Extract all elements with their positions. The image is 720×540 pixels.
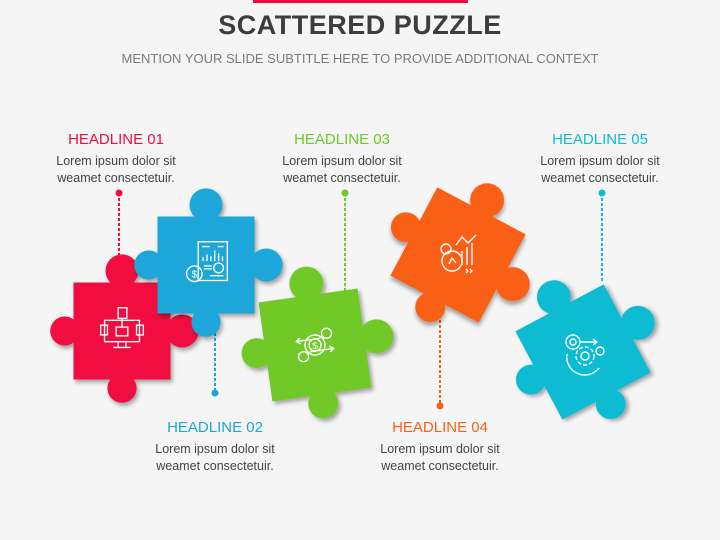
svg-text:$: $ bbox=[312, 341, 319, 353]
financial-report-icon: $ bbox=[185, 241, 229, 283]
connector-01 bbox=[115, 189, 123, 262]
money-exchange-icon: $ bbox=[295, 327, 335, 363]
headline-05: HEADLINE 05 bbox=[552, 131, 648, 148]
puzzle-piece-05 bbox=[480, 245, 688, 453]
accent-bar bbox=[253, 0, 468, 3]
performance-timer-icon bbox=[440, 234, 477, 274]
svg-text:$: $ bbox=[192, 270, 198, 281]
description-04: Lorem ipsum dolor sit weamet consectetui… bbox=[380, 442, 500, 473]
puzzle-piece-02: $ bbox=[134, 188, 283, 337]
item-01: HEADLINE 01 Lorem ipsum dolor sit weamet… bbox=[26, 131, 206, 187]
slide-subtitle: MENTION YOUR SLIDE SUBTITLE HERE TO PROV… bbox=[121, 51, 599, 66]
headline-02: HEADLINE 02 bbox=[167, 419, 263, 436]
connector-05 bbox=[598, 189, 606, 282]
puzzle-piece-03: $ bbox=[230, 255, 404, 429]
connector-03 bbox=[341, 189, 349, 294]
description-01: Lorem ipsum dolor sit weamet consectetui… bbox=[56, 154, 176, 185]
item-03: HEADLINE 03 Lorem ipsum dolor sit weamet… bbox=[252, 131, 432, 187]
item-02: HEADLINE 02 Lorem ipsum dolor sit weamet… bbox=[125, 419, 305, 475]
description-02: Lorem ipsum dolor sit weamet consectetui… bbox=[155, 442, 275, 473]
description-05: Lorem ipsum dolor sit weamet consectetui… bbox=[540, 154, 660, 185]
headline-03: HEADLINE 03 bbox=[294, 131, 390, 148]
slide-title: SCATTERED PUZZLE bbox=[218, 10, 502, 40]
item-05: HEADLINE 05 Lorem ipsum dolor sit weamet… bbox=[510, 131, 690, 187]
item-04: HEADLINE 04 Lorem ipsum dolor sit weamet… bbox=[350, 419, 530, 475]
computer-network-icon bbox=[99, 307, 145, 349]
connector-04 bbox=[436, 310, 444, 410]
headline-04: HEADLINE 04 bbox=[392, 419, 488, 436]
headline-01: HEADLINE 01 bbox=[68, 131, 164, 148]
description-03: Lorem ipsum dolor sit weamet consectetui… bbox=[282, 154, 402, 185]
puzzle-piece-04 bbox=[357, 150, 565, 358]
puzzle-piece-01 bbox=[50, 254, 199, 403]
idea-gear-process-icon bbox=[565, 334, 605, 376]
